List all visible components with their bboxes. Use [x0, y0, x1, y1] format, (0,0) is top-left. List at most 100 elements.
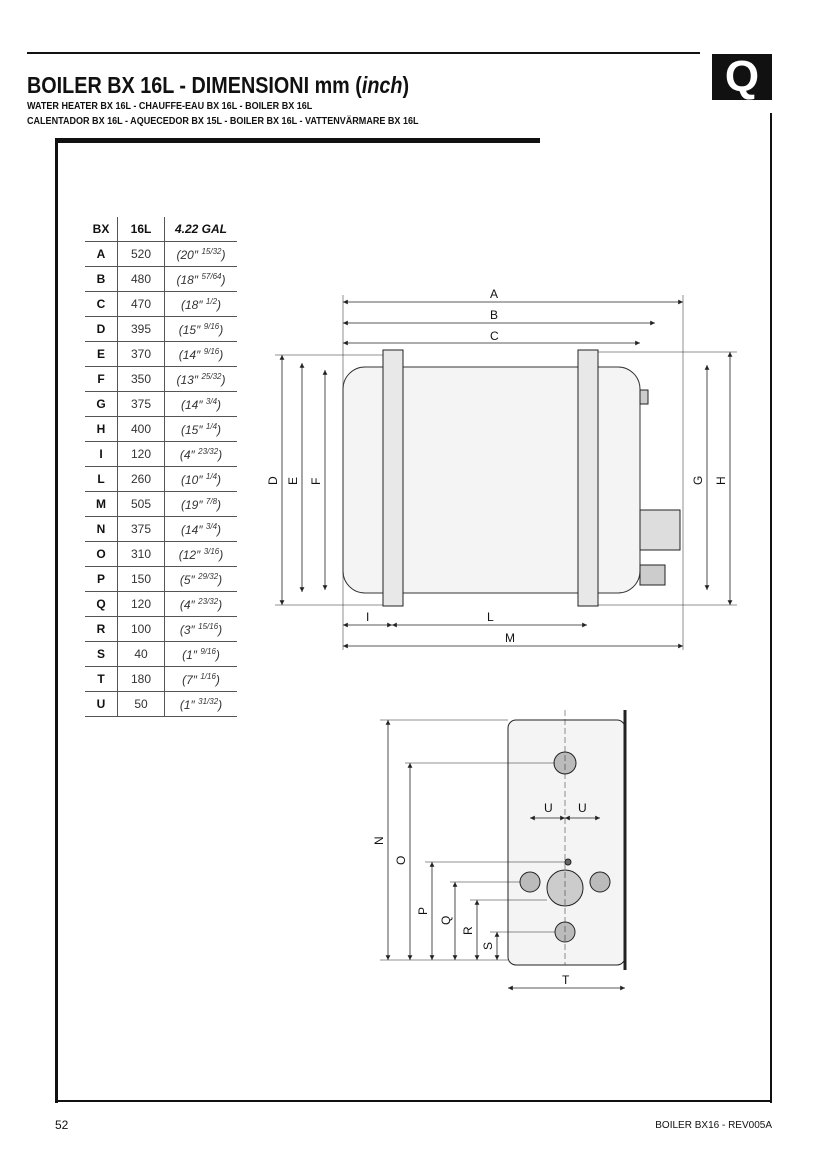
- label-b: B: [490, 308, 498, 322]
- table-row: E 370 (14″ 9/16): [85, 341, 237, 367]
- table-header: BX 16L 4.22 GAL: [85, 217, 237, 242]
- thermostat: [639, 509, 681, 551]
- dimension-mm: 480: [117, 266, 165, 292]
- dimension-key: C: [85, 291, 118, 317]
- dimension-key: O: [85, 541, 118, 567]
- label-q: Q: [439, 916, 453, 925]
- dimension-inch: (1″ 9/16): [164, 641, 237, 667]
- dimension-mm: 260: [117, 466, 165, 492]
- table-row: A 520 (20″ 15/32): [85, 241, 237, 267]
- label-a: A: [490, 287, 498, 301]
- dimension-mm: 350: [117, 366, 165, 392]
- label-m: M: [505, 631, 515, 645]
- dimension-inch: (20″ 15/32): [164, 241, 237, 267]
- label-p: P: [416, 907, 430, 915]
- dimension-mm: 505: [117, 491, 165, 517]
- label-u-left: U: [544, 801, 553, 815]
- label-u-right: U: [578, 801, 587, 815]
- dimension-mm: 40: [117, 641, 165, 667]
- page-title: BOILER BX 16L - DIMENSIONI mm (inch): [27, 72, 410, 98]
- label-g: G: [691, 476, 705, 485]
- dimension-mm: 370: [117, 341, 165, 367]
- dimension-key: N: [85, 516, 118, 542]
- dimension-inch: (14″ 3/4): [164, 391, 237, 417]
- dimension-mm: 375: [117, 391, 165, 417]
- dimension-inch: (14″ 3/4): [164, 516, 237, 542]
- strap-left: [382, 349, 404, 607]
- dimension-inch: (18″ 57/64): [164, 266, 237, 292]
- dimension-mm: 150: [117, 566, 165, 592]
- frame-left: [55, 138, 58, 1103]
- dimension-key: T: [85, 666, 118, 692]
- left-fitting: [519, 871, 541, 893]
- dimension-inch: (7″ 1/16): [164, 666, 237, 692]
- table-row: O 310 (12″ 3/16): [85, 541, 237, 567]
- label-f: F: [309, 478, 323, 485]
- dimension-key: R: [85, 616, 118, 642]
- label-r: R: [461, 926, 475, 935]
- dimension-key: I: [85, 441, 118, 467]
- dimension-key: S: [85, 641, 118, 667]
- table-row: G 375 (14″ 3/4): [85, 391, 237, 417]
- dimension-inch: (5″ 29/32): [164, 566, 237, 592]
- dimension-key: Q: [85, 591, 118, 617]
- right-frame: [770, 113, 772, 1103]
- dimension-key: M: [85, 491, 118, 517]
- header-16l: 16L: [117, 217, 165, 242]
- label-c: C: [490, 329, 499, 343]
- dimension-inch: (1″ 31/32): [164, 691, 237, 717]
- brand-logo: Q: [712, 54, 772, 100]
- fitting: [639, 389, 649, 405]
- dimension-inch: (19″ 7/8): [164, 491, 237, 517]
- dimension-inch: (10″ 1/4): [164, 466, 237, 492]
- dimension-mm: 395: [117, 316, 165, 342]
- frame-bottom: [55, 1100, 772, 1102]
- dimension-key: F: [85, 366, 118, 392]
- table-row: T 180 (7″ 1/16): [85, 666, 237, 692]
- dimension-key: H: [85, 416, 118, 442]
- subtitle-1: WATER HEATER BX 16L - CHAUFFE-EAU BX 16L…: [27, 100, 313, 112]
- dimension-inch: (3″ 15/16): [164, 616, 237, 642]
- table-row: F 350 (13″ 25/32): [85, 366, 237, 392]
- sensor: [564, 858, 572, 866]
- table-row: H 400 (15″ 1/4): [85, 416, 237, 442]
- dimension-inch: (15″ 9/16): [164, 316, 237, 342]
- dimension-key: D: [85, 316, 118, 342]
- label-o: O: [394, 856, 408, 865]
- page-number: 52: [55, 1118, 69, 1132]
- dimension-inch: (15″ 1/4): [164, 416, 237, 442]
- table-row: N 375 (14″ 3/4): [85, 516, 237, 542]
- label-t: T: [562, 973, 570, 987]
- table-row: M 505 (19″ 7/8): [85, 491, 237, 517]
- table-row: Q 120 (4″ 23/32): [85, 591, 237, 617]
- top-rule: [27, 52, 700, 54]
- header-bx: BX: [85, 217, 118, 242]
- dimension-mm: 100: [117, 616, 165, 642]
- table-row: C 470 (18″ 1/2): [85, 291, 237, 317]
- label-s: S: [481, 942, 495, 950]
- dimension-inch: (12″ 3/16): [164, 541, 237, 567]
- dimension-mm: 400: [117, 416, 165, 442]
- dimension-key: B: [85, 266, 118, 292]
- drain-valve: [639, 564, 666, 586]
- dimension-inch: (4″ 23/32): [164, 591, 237, 617]
- dimension-mm: 120: [117, 441, 165, 467]
- subtitle-2: CALENTADOR BX 16L - AQUECEDOR BX 15L - B…: [27, 115, 419, 127]
- dimension-key: P: [85, 566, 118, 592]
- front-view: [380, 710, 627, 991]
- document-reference: BOILER BX16 - REV005A: [655, 1120, 772, 1131]
- label-i: I: [366, 610, 369, 624]
- dimension-mm: 520: [117, 241, 165, 267]
- thermostat-knob: [546, 869, 584, 907]
- label-l: L: [487, 610, 494, 624]
- table-row: B 480 (18″ 57/64): [85, 266, 237, 292]
- table-row: D 395 (15″ 9/16): [85, 316, 237, 342]
- dimension-key: L: [85, 466, 118, 492]
- header-gal: 4.22 GAL: [164, 217, 237, 242]
- dimension-mm: 375: [117, 516, 165, 542]
- label-d: D: [266, 476, 280, 485]
- table-row: R 100 (3″ 15/16): [85, 616, 237, 642]
- dimension-mm: 310: [117, 541, 165, 567]
